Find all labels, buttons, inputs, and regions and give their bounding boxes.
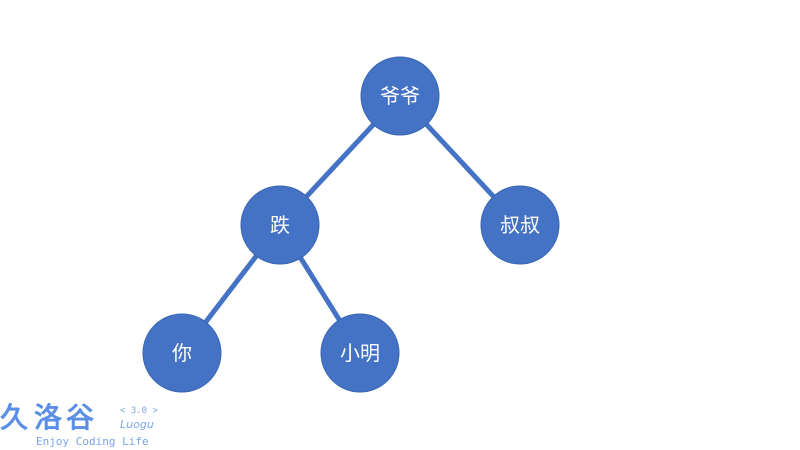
watermark-name: Luogu [120,418,154,431]
node-label: 爷爷 [380,84,420,108]
node-circle [142,313,222,393]
node-label: 跌 [270,213,290,237]
tree-node-grandpa: 爷爷 [360,56,440,136]
node-circle [480,185,560,265]
watermark-version: < 3.0 > [120,406,158,416]
tree-node-uncle: 叔叔 [480,185,560,265]
node-label: 小明 [340,341,380,365]
node-circle [240,185,320,265]
logo-glyph: 谷 [66,401,95,434]
tree-node-dad: 跌 [240,185,320,265]
tree-node-you: 你 [142,313,222,393]
tree-node-xiaoming: 小明 [320,313,400,393]
node-label: 你 [172,341,192,365]
node-circle [360,56,440,136]
tree-edges [179,93,523,356]
logo-glyph: 久 [0,401,29,434]
watermark-tagline: Enjoy Coding Life [36,435,149,448]
node-circle [320,313,400,393]
node-label: 叔叔 [500,213,540,237]
tree-nodes: 爷爷跌 叔叔你 小明 [142,56,560,393]
logo-glyph: 洛 [34,401,63,434]
luogu-watermark: 久 洛 谷 < 3.0 > Luogu Enjoy Coding Life [0,402,160,450]
